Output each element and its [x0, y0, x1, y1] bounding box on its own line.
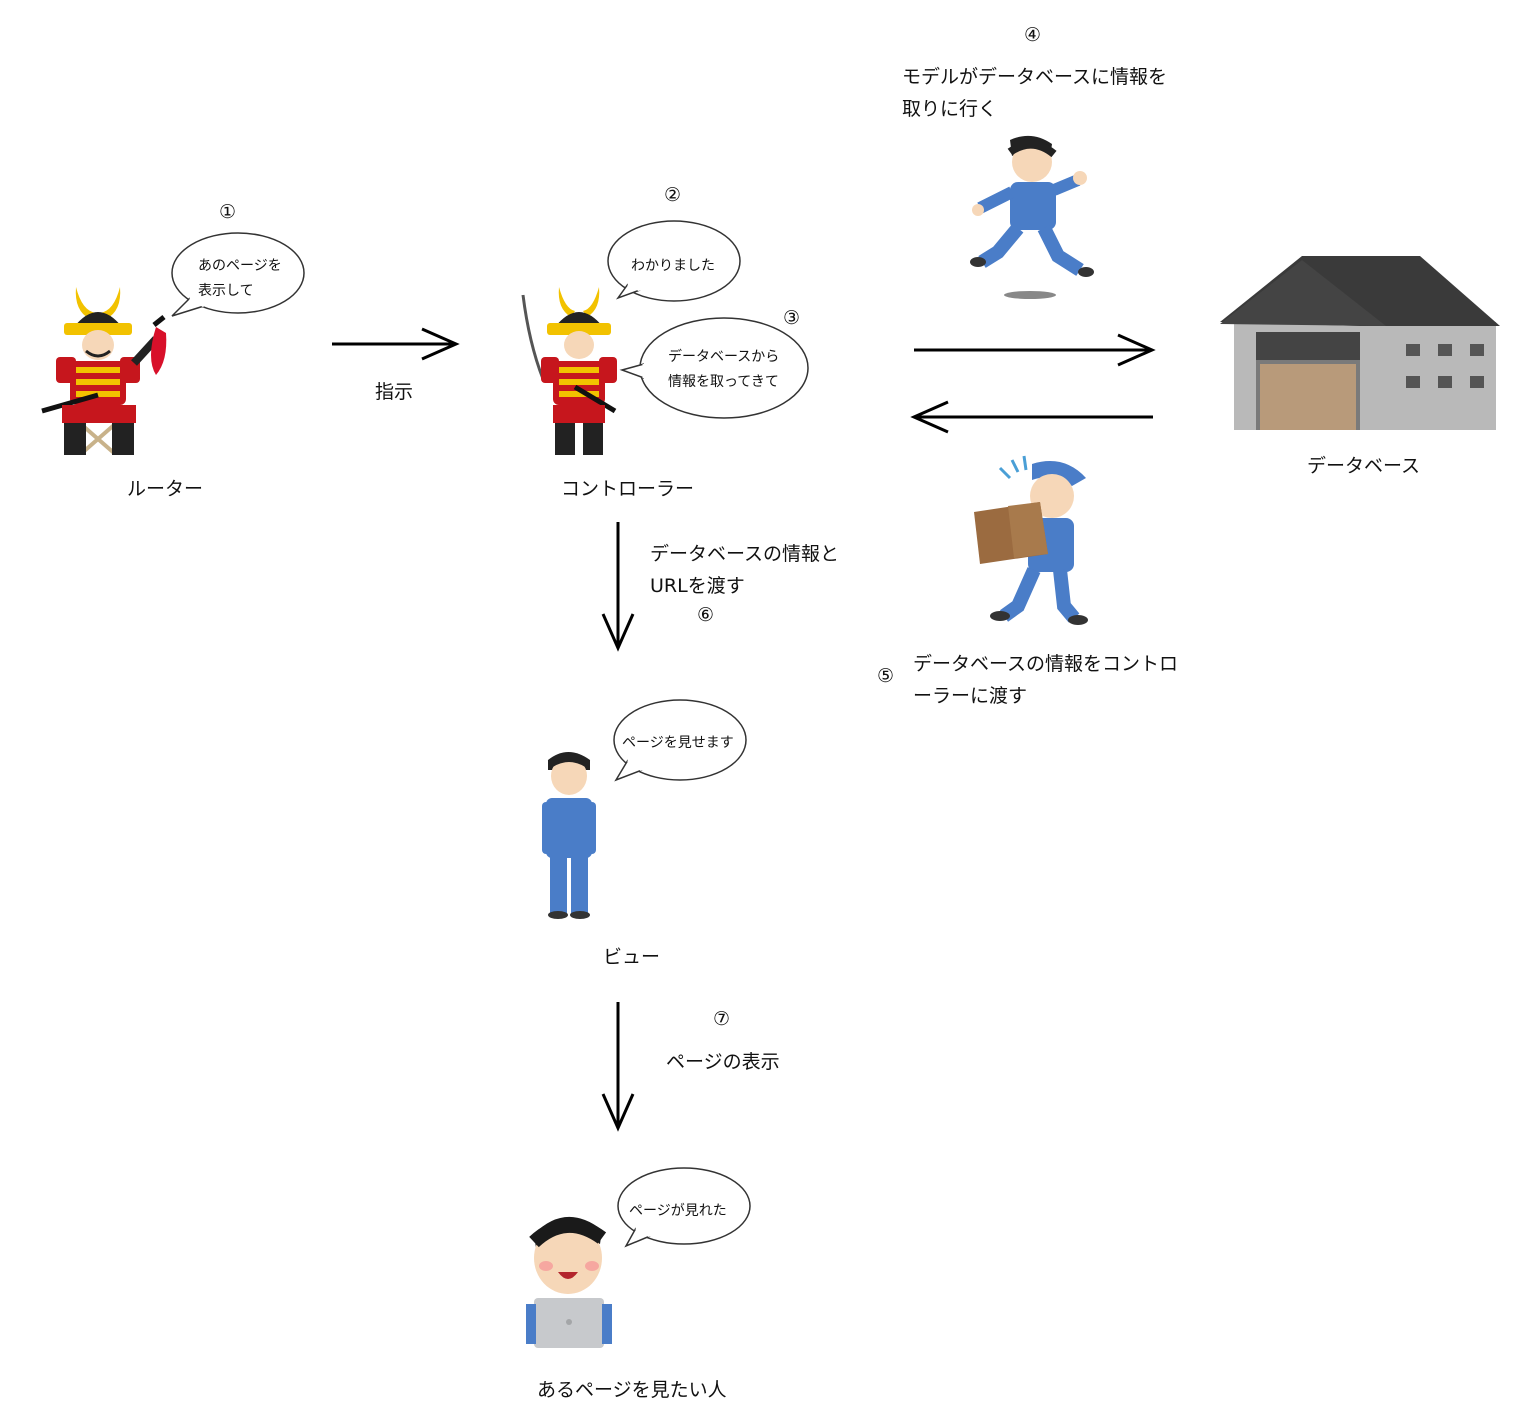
samurai-controller-illustration [521, 287, 617, 455]
instruction-label: 指示 [375, 381, 414, 403]
user-bubble-text: ページが見れた [629, 1203, 727, 1219]
controller-request-bubble [619, 317, 809, 419]
samurai-router-illustration [41, 287, 167, 455]
arrow-controller-to-view [601, 522, 635, 652]
handoff-caption-line2: URLを渡す [650, 575, 745, 597]
standing-worker-illustration [542, 752, 596, 919]
step-6-label: ⑥ [697, 604, 715, 626]
arrow-view-to-user [601, 1002, 635, 1132]
step-4-label: ④ [1024, 24, 1042, 46]
controller-request-line1: データベースから [668, 349, 780, 365]
view-label: ビュー [603, 946, 661, 968]
router-bubble-line1: あのページを [198, 258, 282, 274]
return-caption-line2: ーラーに渡す [913, 685, 1028, 707]
router-speech-bubble [171, 232, 305, 317]
handoff-caption-line1: データベースの情報と [650, 543, 840, 565]
carrying-worker-illustration [974, 455, 1088, 625]
user-speech-bubble [617, 1167, 751, 1248]
return-caption-line1: データベースの情報をコントロ [913, 653, 1179, 675]
user-label: あるページを見たい人 [537, 1379, 727, 1401]
laptop-user-illustration [526, 1216, 612, 1348]
router-label: ルーター [127, 478, 204, 500]
arrow-controller-to-database [914, 333, 1156, 367]
model-caption-line2: 取りに行く [902, 98, 998, 120]
controller-reply-bubble [607, 220, 741, 302]
database-label: データベース [1307, 455, 1421, 477]
running-worker-illustration [970, 135, 1094, 299]
arrow-database-to-controller [910, 400, 1153, 434]
step-1-label: ① [219, 201, 237, 223]
step-2-label: ② [664, 184, 682, 206]
step-5-label: ⑤ [877, 665, 895, 687]
controller-label: コントローラー [561, 478, 695, 500]
view-speech-bubble [613, 699, 747, 782]
display-caption: ページの表示 [666, 1051, 780, 1073]
router-bubble-line2: 表示して [198, 283, 254, 299]
arrow-router-to-controller [332, 327, 460, 361]
model-caption-line1: モデルがデータベースに情報を [902, 66, 1168, 88]
warehouse-database-illustration [1220, 256, 1500, 430]
step-3-label: ③ [783, 307, 801, 329]
view-bubble-text: ページを見せます [622, 735, 734, 751]
controller-request-line2: 情報を取ってきて [668, 374, 779, 390]
controller-reply-text: わかりました [631, 258, 715, 274]
step-7-label: ⑦ [713, 1008, 731, 1030]
